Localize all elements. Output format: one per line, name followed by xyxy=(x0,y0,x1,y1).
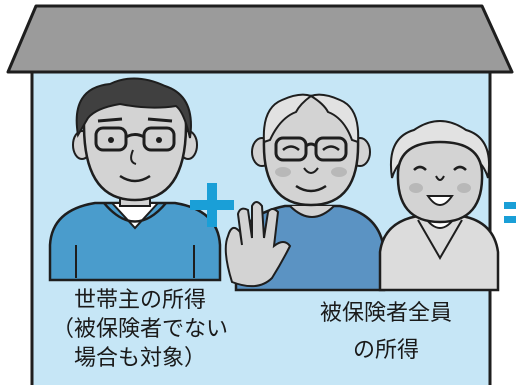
equals-sign xyxy=(504,202,516,223)
house-roof xyxy=(6,4,514,74)
householder-label-line-3: 場合も対象） xyxy=(73,346,206,371)
householder-label-line-1: 世帯主の所得 xyxy=(73,288,206,313)
insured-income-label: 被保険者全員 の所得 xyxy=(290,299,482,365)
elderly-man-figure xyxy=(224,93,386,292)
elderly-woman-figure xyxy=(378,120,500,292)
glasses-icon xyxy=(94,126,176,152)
householder-label-line-2: （被保険者でない xyxy=(51,317,228,342)
plus-sign xyxy=(190,183,234,227)
glasses-icon xyxy=(274,136,348,162)
insured-label-line-2: の所得 xyxy=(352,338,419,363)
insured-label-line-1: 被保険者全員 xyxy=(319,301,452,326)
householder-figure xyxy=(48,77,222,282)
householder-income-label: 世帯主の所得 （被保険者でない 場合も対象） xyxy=(42,286,238,373)
